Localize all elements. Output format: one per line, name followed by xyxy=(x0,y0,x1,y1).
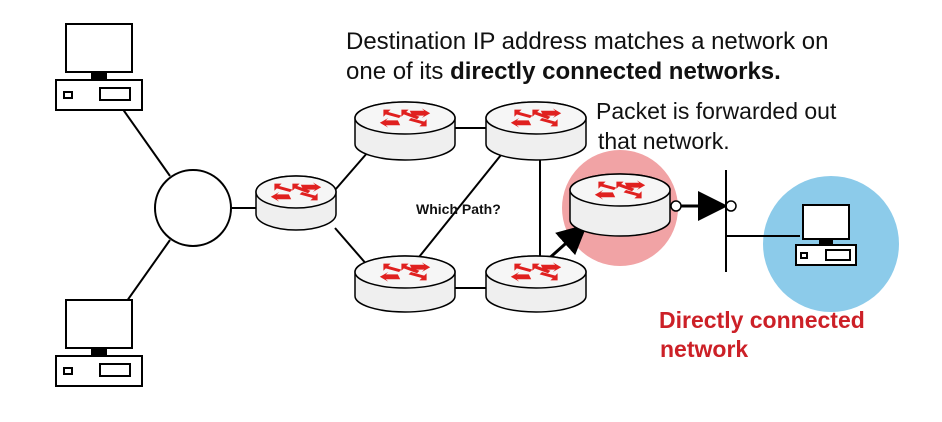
heading-line-2: one of its directly connected networks. xyxy=(346,58,781,86)
computer-icon xyxy=(55,299,143,387)
forward-note-line-1: Packet is forwarded out xyxy=(596,98,837,124)
router-icon xyxy=(485,255,587,313)
heading-line-2-bold: directly connected networks. xyxy=(450,58,781,85)
hub-icon xyxy=(154,169,232,247)
links xyxy=(121,107,800,309)
router-icon xyxy=(569,173,671,237)
router-icon xyxy=(354,255,456,313)
computer-icon xyxy=(55,23,143,111)
forward-note-line-2: that network. xyxy=(598,128,730,154)
connected-label-line-1: Directly connected xyxy=(659,307,865,333)
heading-line-2-prefix: one of its xyxy=(346,58,451,85)
heading-line-1: Destination IP address matches a network… xyxy=(346,28,829,55)
router-icon xyxy=(485,101,587,161)
router-icon xyxy=(255,175,337,231)
computer-icon xyxy=(795,204,857,266)
which-path-label: Which Path? xyxy=(416,201,501,217)
interface-dot-left xyxy=(670,200,682,212)
router-icon xyxy=(354,101,456,161)
interface-dot-right xyxy=(725,200,737,212)
connected-label-line-2: network xyxy=(660,336,749,362)
